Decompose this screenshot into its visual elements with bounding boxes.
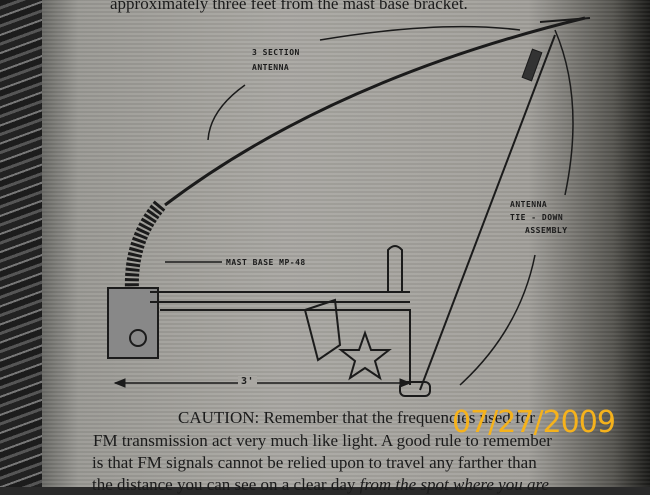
caution-line-4-italic: from the spot where you are xyxy=(359,475,549,494)
caution-line-2: FM transmission act very much like light… xyxy=(93,431,552,450)
label-tiedown-2: TIE - DOWN xyxy=(510,213,564,222)
tie-down-spring xyxy=(521,48,543,82)
antenna-whip xyxy=(164,16,586,207)
tiedown-arrow-2 xyxy=(459,254,536,386)
label-mast-base: MAST BASE MP-48 xyxy=(226,258,306,267)
mast-base-bracket xyxy=(107,287,159,359)
caution-line-3: is that FM signals cannot be relied upon… xyxy=(92,453,537,472)
bracket-plate xyxy=(303,298,342,362)
tie-down-anchor xyxy=(399,381,431,397)
antenna-callout-arrow xyxy=(319,25,521,41)
top-text-line: approximately three feet from the mast b… xyxy=(110,0,468,13)
tie-down-rope xyxy=(419,34,556,391)
label-distance: 3' xyxy=(238,376,258,387)
date-stamp: 07/27/2009 xyxy=(452,405,616,440)
caution-line-4: the distance you can see on a clear day … xyxy=(92,475,549,495)
antenna-callout-arrow-2 xyxy=(207,84,246,141)
vehicle-body xyxy=(160,245,411,385)
label-3-section: 3 SECTION xyxy=(252,48,300,57)
vehicle-rail xyxy=(150,291,410,303)
caution-line-4-plain: the distance you can see on a clear day xyxy=(92,475,360,494)
label-antenna: ANTENNA xyxy=(252,63,290,72)
dark-background-edge xyxy=(0,0,48,487)
mast-base-spring xyxy=(124,200,166,291)
caution-line-1: CAUTION: Remember that the frequencies u… xyxy=(178,408,535,427)
star-emblem xyxy=(338,329,392,381)
label-tiedown-3: ASSEMBLY xyxy=(525,226,568,235)
antenna-top xyxy=(539,17,591,23)
label-tiedown-1: ANTENNA xyxy=(510,200,548,209)
tiedown-arrow xyxy=(554,29,574,196)
